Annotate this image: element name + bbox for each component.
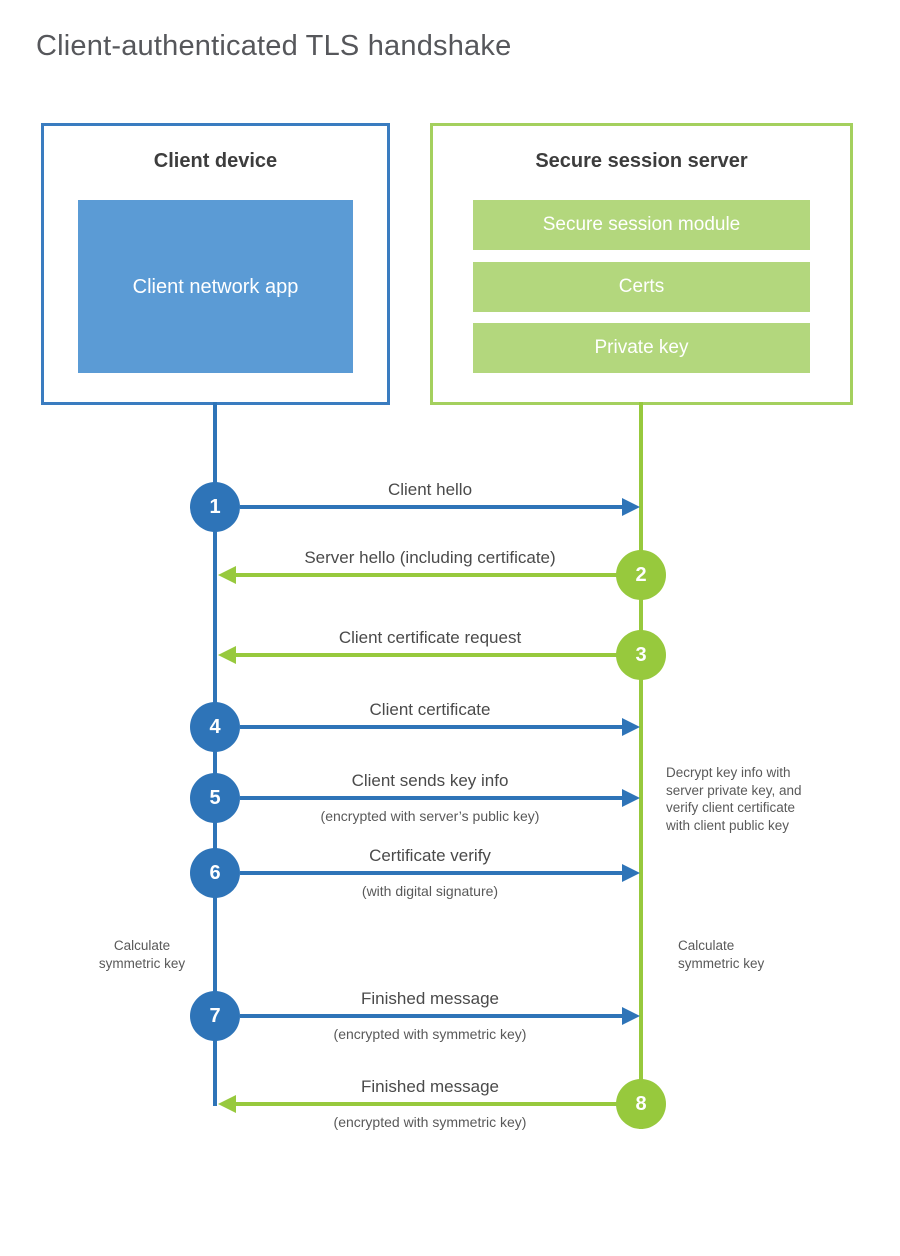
arrowhead-right-icon: [622, 864, 640, 882]
note-line: with client public key: [666, 817, 790, 833]
note-line: server private key, and: [666, 782, 802, 798]
message-label-step-6: Certificate verify: [369, 846, 491, 865]
message-label-step-3: Client certificate request: [338, 628, 522, 647]
message-sublabel-step-5: (encrypted with server’s public key): [320, 808, 540, 824]
note-line: verify client certificate: [666, 800, 796, 815]
step-circle-7: 7: [190, 991, 240, 1041]
note-line: symmetric key: [678, 956, 765, 971]
message-sublabel-step-6: (with digital signature): [361, 883, 499, 899]
page-title: Client-authenticated TLS handshake: [36, 30, 512, 62]
client-network-app-box: Client network app: [78, 200, 353, 373]
arrowhead-left-icon: [218, 1095, 236, 1113]
arrow-step-4: [240, 725, 624, 729]
arrow-step-2: [236, 573, 617, 577]
step-circle-2: 2: [616, 550, 666, 600]
step-circle-5: 5: [190, 773, 240, 823]
secure-session-server-box: Secure session server Secure session mod…: [430, 123, 853, 405]
step-number: 1: [209, 495, 221, 518]
arrowhead-right-icon: [622, 1007, 640, 1025]
arrowhead-left-icon: [218, 566, 236, 584]
client-device-box: Client device Client network app: [41, 123, 390, 405]
server-decrypt-note: Decrypt key info with server private key…: [666, 764, 802, 834]
message-label-step-4: Client certificate: [369, 700, 491, 719]
step-number: 6: [209, 861, 221, 884]
client-device-title: Client device: [153, 150, 278, 172]
server-module-private-key: Private key: [473, 323, 810, 373]
message-label-step-2: Server hello (including certificate): [304, 548, 556, 567]
note-line: Calculate: [678, 938, 735, 953]
note-line: Calculate: [113, 938, 171, 953]
note-line: Decrypt key info with: [666, 765, 791, 780]
step-circle-4: 4: [190, 702, 240, 752]
step-number: 5: [209, 786, 221, 809]
arrow-step-8: [236, 1102, 617, 1106]
message-label-step-1: Client hello: [387, 480, 473, 499]
step-number: 7: [209, 1004, 221, 1027]
arrowhead-right-icon: [622, 718, 640, 736]
note-line: symmetric key: [98, 956, 186, 971]
message-label-step-5: Client sends key info: [351, 771, 509, 790]
step-number: 3: [635, 643, 647, 666]
step-circle-1: 1: [190, 482, 240, 532]
server-lifeline: [639, 402, 643, 1129]
step-circle-8: 8: [616, 1079, 666, 1129]
arrowhead-right-icon: [622, 498, 640, 516]
message-sublabel-step-8: (encrypted with symmetric key): [333, 1114, 527, 1130]
server-calculate-symmetric-key-note: Calculate symmetric key: [678, 937, 788, 973]
message-label-step-7: Finished message: [361, 989, 499, 1008]
server-module-certs: Certs: [473, 262, 810, 312]
secure-session-server-title: Secure session server: [535, 150, 748, 172]
arrow-step-3: [236, 653, 617, 657]
message-label-step-8: Finished message: [361, 1077, 499, 1096]
message-sublabel-step-7: (encrypted with symmetric key): [333, 1026, 527, 1042]
arrow-step-7: [240, 1014, 624, 1018]
client-network-app-label: Client network app: [132, 275, 299, 298]
arrow-step-1: [240, 505, 624, 509]
client-calculate-symmetric-key-note: Calculate symmetric key: [92, 937, 192, 973]
step-circle-6: 6: [190, 848, 240, 898]
arrow-step-5: [240, 796, 624, 800]
arrowhead-right-icon: [622, 789, 640, 807]
server-module-secure-session-module: Secure session module: [473, 200, 810, 250]
step-number: 8: [635, 1092, 647, 1115]
arrowhead-left-icon: [218, 646, 236, 664]
step-number: 4: [209, 715, 221, 738]
arrow-step-6: [240, 871, 624, 875]
step-circle-3: 3: [616, 630, 666, 680]
client-lifeline: [213, 402, 217, 1106]
step-number: 2: [635, 563, 647, 586]
